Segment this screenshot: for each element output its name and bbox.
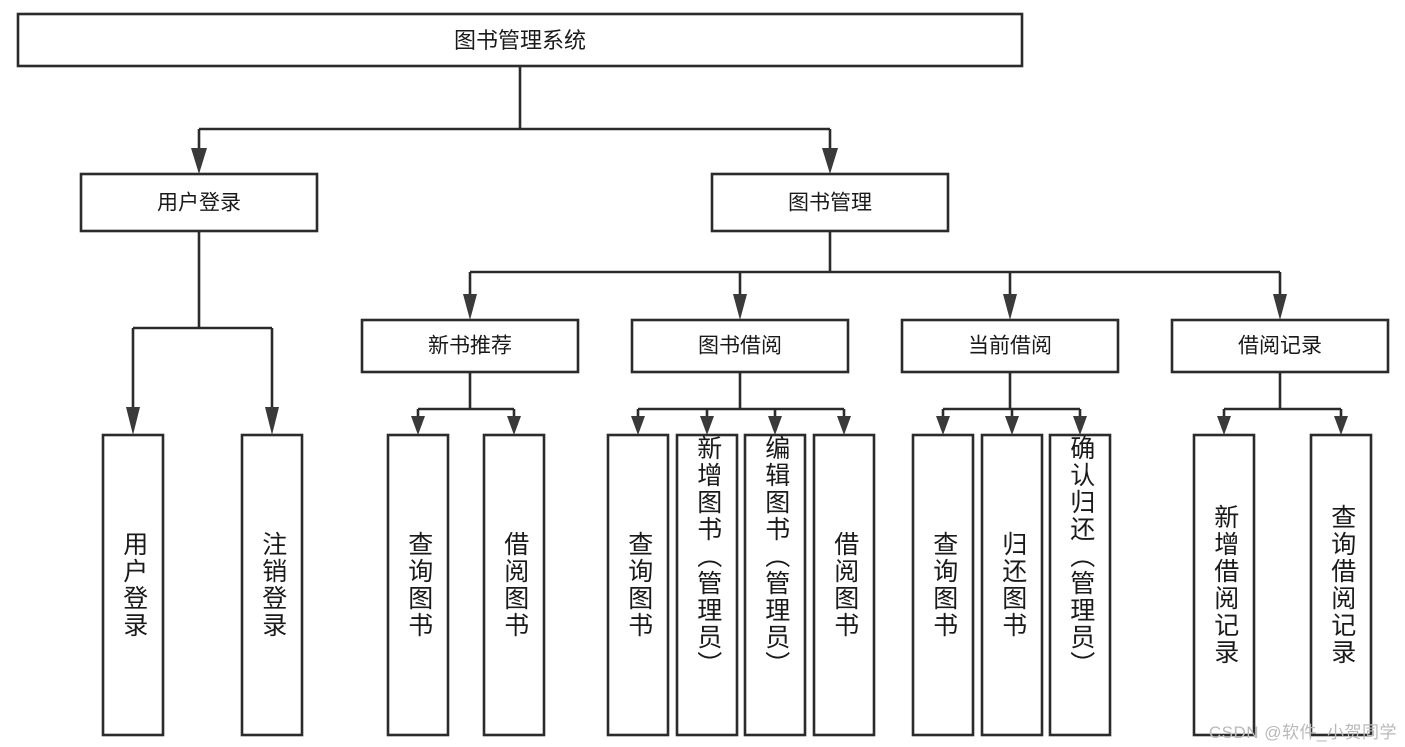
level3-label-current-borrow: 当前借阅 (968, 335, 1052, 358)
connector-book-borrow-to-leaves (631, 372, 851, 435)
leaf-box-query-book-current[interactable] (911, 433, 975, 737)
arrow-head-icon (463, 294, 477, 320)
root-box[interactable] (16, 12, 1024, 68)
level3-box-new-book-recommend[interactable] (360, 318, 580, 374)
node-borrow-record[interactable]: 借阅记录 (1170, 318, 1390, 374)
leaf-box-add-book-admin[interactable] (675, 433, 739, 737)
arrow-head-icon (1073, 416, 1087, 435)
level3-label-new-book-recommend: 新书推荐 (428, 335, 512, 358)
node-new-book-recommend[interactable]: 新书推荐 (360, 318, 580, 374)
arrow-head-icon (507, 416, 521, 435)
arrow-head-icon (837, 416, 851, 435)
arrow-head-icon (1003, 294, 1017, 320)
arrow-head-icon (1005, 416, 1019, 435)
connector-new-book-recommend-to-leaves (411, 372, 521, 435)
node-current-borrow[interactable]: 当前借阅 (900, 318, 1120, 374)
leaf-box-edit-book-admin[interactable] (743, 433, 807, 737)
leaf-box-user-login[interactable] (101, 433, 165, 737)
node-book-management[interactable]: 图书管理 (710, 172, 950, 233)
leaf-box-query-borrow-record[interactable] (1309, 433, 1373, 737)
arrow-head-icon (700, 416, 714, 435)
leaf-box-confirm-return-admin[interactable] (1048, 433, 1112, 737)
leaf-box-return-book[interactable] (980, 433, 1044, 737)
arrow-head-icon (936, 416, 950, 435)
leaf-box-logout[interactable] (240, 433, 304, 737)
arrow-head-icon (1273, 294, 1287, 320)
arrow-head-icon (768, 416, 782, 435)
connector-current-borrow-to-leaves (936, 372, 1087, 435)
level3-box-current-borrow[interactable] (900, 318, 1120, 374)
arrow-head-icon (733, 294, 747, 320)
arrow-head-icon (411, 416, 425, 435)
arrow-head-icon (191, 148, 207, 174)
arrow-head-icon (265, 407, 279, 435)
arrow-head-icon (1334, 416, 1348, 435)
node-book-borrow[interactable]: 图书借阅 (630, 318, 850, 374)
node-root[interactable]: 图书管理系统 (16, 12, 1024, 68)
root-label: 图书管理系统 (454, 28, 586, 53)
level2-box-user-login[interactable] (79, 172, 319, 233)
leaf-box-query-book-borrow[interactable] (606, 433, 670, 737)
leaf-box-borrow-book[interactable] (812, 433, 876, 737)
arrow-head-icon (1217, 416, 1231, 435)
connector-book-management-to-level3 (463, 231, 1287, 320)
leaf-box-query-book-recommend[interactable] (386, 433, 450, 737)
level2-label-user-login: 用户登录 (157, 192, 241, 215)
leaf-box-borrow-book-recommend[interactable] (482, 433, 546, 737)
level3-label-borrow-record: 借阅记录 (1238, 335, 1322, 358)
leaf-box-add-borrow-record[interactable] (1192, 433, 1256, 737)
connector-borrow-record-to-leaves (1217, 372, 1348, 435)
node-user-login[interactable]: 用户登录 (79, 172, 319, 233)
connector-root-to-level2 (191, 66, 838, 174)
level2-label-book-management: 图书管理 (788, 192, 872, 215)
arrow-head-icon (822, 148, 838, 174)
arrow-head-icon (631, 416, 645, 435)
level3-label-book-borrow: 图书借阅 (698, 335, 782, 358)
connector-user-login-to-leaves (126, 231, 279, 435)
watermark: CSDN @软件_小贺同学 (1208, 723, 1397, 742)
arrow-head-icon (126, 407, 140, 435)
